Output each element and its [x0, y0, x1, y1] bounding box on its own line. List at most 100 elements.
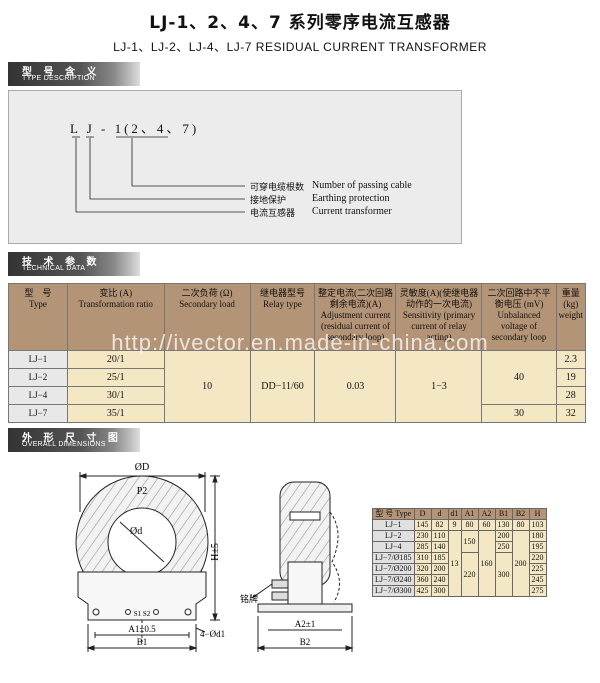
header-cell: B1	[494, 508, 513, 520]
h-cell: 103	[528, 519, 547, 531]
ratio-cell: 20/1	[66, 350, 165, 369]
table-row: LJ−7/Ø240 360 240 245	[372, 574, 547, 586]
unbalanced-voltage-cell: 40	[481, 350, 557, 405]
table-row: LJ−2 230 110 13 150 160 200 200 180	[372, 530, 547, 597]
section-title-cn: 外 形 尺 寸 图	[22, 433, 122, 444]
section-title-cn: 技 术 参 数	[22, 257, 101, 268]
small-d-cell: 110	[430, 530, 449, 542]
a1-cell: 150	[460, 530, 479, 553]
d-cell: 285	[413, 541, 432, 553]
a1-cell: 220	[460, 552, 479, 597]
header-cell: 灵敏度(A)(使继电器动作的一次电流)Sensitivity (primary …	[395, 283, 483, 351]
small-d-cell: 300	[430, 585, 449, 597]
dim-s-label: S1 S2	[134, 610, 151, 618]
unbalanced-voltage-cell: 30	[481, 404, 557, 423]
h-cell: 245	[528, 574, 547, 586]
d-cell: 230	[413, 530, 432, 542]
secondary-load-cell: 10	[163, 350, 251, 423]
a2-cell: 60	[477, 519, 496, 531]
b1-cell: 300	[494, 552, 513, 597]
legend-cn-3: 电流互感器	[250, 209, 296, 219]
h-cell: 220	[528, 552, 547, 564]
weight-cell: 32	[555, 404, 586, 423]
b2-cell: 80	[511, 519, 530, 531]
h-cell: 275	[528, 585, 547, 597]
header-cell: 变比 (A)Transformation ratio	[66, 283, 165, 351]
b1-cell: 200	[494, 530, 513, 542]
type-cell: LJ−7/Ø200	[372, 563, 415, 575]
header-cell: 重量 (kg)weight	[555, 283, 586, 351]
table-row: LJ−1 20/1 10 DD−11/60 0.03 1−3 40 2.3	[8, 350, 586, 423]
table-row: LJ−7/Ø200 320 200 225	[372, 563, 547, 575]
dim-h-label: H±5	[210, 543, 221, 561]
header-cell: d	[430, 508, 449, 520]
b1-cell: 130	[494, 519, 513, 531]
d1-cell: 9	[447, 519, 462, 531]
header-cell: 型 号 Type	[372, 508, 415, 520]
legend-cn-1: 可穿电缆根数	[250, 183, 305, 193]
section-header-overall-dimensions: 外 形 尺 寸 图 OVERALL DIMENSIONS	[8, 428, 140, 452]
dim-d1-label: 4−Ød1	[200, 629, 225, 639]
h-cell: 225	[528, 563, 547, 575]
small-d-cell: 200	[430, 563, 449, 575]
page-subtitle: LJ-1、LJ-2、LJ-4、LJ-7 RESIDUAL CURRENT TRA…	[113, 40, 487, 54]
ratio-cell: 30/1	[66, 386, 165, 405]
type-description-panel	[8, 90, 462, 244]
header-cell: H	[528, 508, 547, 520]
overall-dimension-drawing: ØD P2 Ød H±5 S1 S2 A1±0.5 B1 4−Ød1 铭牌 A2…	[75, 462, 354, 652]
d-cell: 145	[413, 519, 432, 531]
type-cell: LJ−4	[372, 541, 415, 553]
table-header-row: 型 号 Type D d d1 A1 A2 B1 B2 H	[372, 508, 547, 520]
section-title-cn: 型 号 含 义	[22, 67, 101, 78]
d1-cell: 13	[447, 530, 462, 597]
d-cell: 310	[413, 552, 432, 564]
section-title-en: OVERALL DIMENSIONS	[22, 441, 106, 448]
adjustment-current-cell: 0.03	[314, 350, 397, 423]
table-row: LJ−7/Ø300 425 300 275	[372, 585, 547, 597]
d-cell: 360	[413, 574, 432, 586]
section-title-en: TECHNICAL DATA	[22, 265, 86, 272]
legend-cn-2: 接地保护	[250, 196, 287, 206]
section-header-type-description: 型 号 含 义 TYPE DESCRIPTION	[8, 62, 140, 86]
section-header-technical-data: 技 术 参 数 TECHNICAL DATA	[8, 252, 140, 276]
weight-cell: 19	[555, 368, 586, 387]
a1-cell: 80	[460, 519, 479, 531]
type-cell: LJ−2	[8, 368, 68, 387]
table-row: LJ−2 25/1 19	[8, 368, 586, 387]
small-d-cell: 185	[430, 552, 449, 564]
type-cell: LJ−1	[372, 519, 415, 531]
dimensions-table: 型 号 Type D d d1 A1 A2 B1 B2 H LJ−1 145 8…	[372, 508, 547, 597]
header-cell: 整定电流(二次回路剩余电流)(A)Adjustment current (res…	[314, 283, 397, 351]
type-cell: LJ−7/Ø240	[372, 574, 415, 586]
table-row: LJ−7 35/1 30 32	[8, 404, 586, 423]
type-cell: LJ−7/Ø300	[372, 585, 415, 597]
relay-type-cell: DD−11/60	[249, 350, 316, 423]
model-code-leader-lines	[72, 136, 245, 213]
dim-a2-label: A2±1	[295, 619, 315, 629]
legend-en-1: Number of passing cable	[312, 180, 412, 191]
sensitivity-cell: 1−3	[395, 350, 483, 423]
b2-cell: 200	[511, 530, 530, 597]
type-cell: LJ−2	[372, 530, 415, 542]
type-cell: LJ−4	[8, 386, 68, 405]
dim-b2-label: B2	[300, 637, 311, 647]
a2-cell: 160	[477, 530, 496, 597]
h-cell: 195	[528, 541, 547, 553]
legend-en-2: Earthing protection	[312, 193, 390, 204]
page-title: LJ-1、2、4、7 系列零序电流互感器	[149, 13, 451, 33]
weight-cell: 28	[555, 386, 586, 405]
dim-b1-label: B1	[137, 637, 148, 647]
header-cell: d1	[447, 508, 462, 520]
table-row: LJ−4 30/1 28	[8, 386, 586, 405]
header-cell: A1	[460, 508, 479, 520]
type-cell: LJ−7	[8, 404, 68, 423]
watermark-text: http://ivector.en.made-in-china.com	[111, 330, 489, 355]
table-row: LJ−1 145 82 9 80 60 130 80 103	[372, 519, 547, 531]
dim-phi-d-label: Ød	[130, 526, 142, 537]
small-d-cell: 140	[430, 541, 449, 553]
dim-a1-label: A1±0.5	[128, 624, 156, 634]
